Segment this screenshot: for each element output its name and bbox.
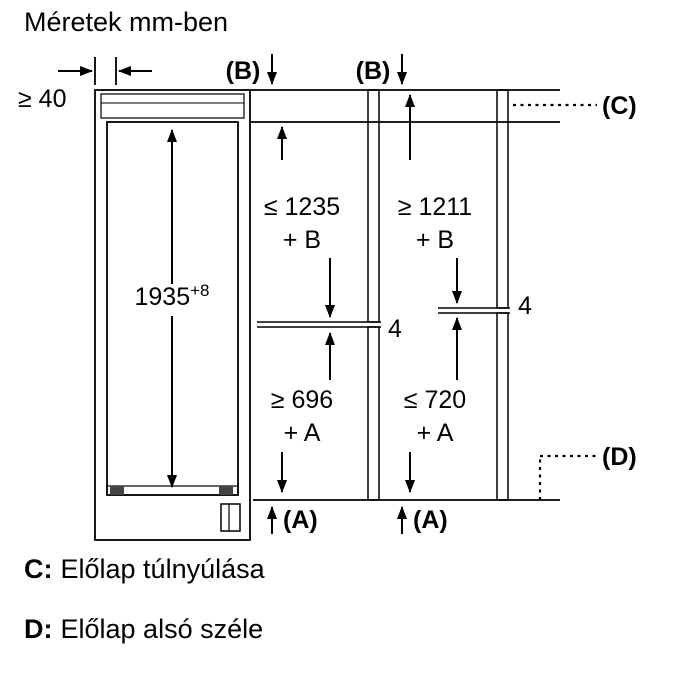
upper-right-value: ≥ 1211 xyxy=(398,193,472,221)
d-callout: (D) xyxy=(538,443,637,500)
lower-left-value: ≥ 696 xyxy=(271,386,333,414)
adjustable-foot xyxy=(220,503,241,532)
legend-c: C:Előlap túlnyúlása xyxy=(24,554,266,584)
top-gap-b-labels: (B) (B) xyxy=(226,54,407,85)
c-callout: (C) xyxy=(513,92,637,120)
upper-right-dimension: ≥ 1211 + B xyxy=(398,94,472,304)
upper-left-value: ≤ 1235 xyxy=(264,193,340,221)
label-a-1: (A) xyxy=(283,506,318,534)
upper-left-suffix: + B xyxy=(283,226,321,254)
rear-gap-label: ≥ 40 xyxy=(18,85,66,113)
top-panel-strip xyxy=(100,93,245,104)
bottom-gap-a-labels: (A) (A) xyxy=(267,506,448,534)
top-panel xyxy=(100,93,245,119)
upper-left-dimension: ≤ 1235 + B xyxy=(264,126,340,318)
lower-right-dimension: ≤ 720 + A xyxy=(404,317,466,493)
niche-height-dimension: 1935+8 xyxy=(134,129,210,488)
panel-gap-right-marker: 4 xyxy=(438,292,532,320)
legend-d: D:Előlap alsó széle xyxy=(24,614,263,644)
upper-right-suffix: + B xyxy=(416,226,454,254)
label-b-1: (B) xyxy=(226,57,261,85)
cabinet-outline xyxy=(94,89,251,541)
lower-right-value: ≤ 720 xyxy=(404,386,466,414)
lower-left-suffix: + A xyxy=(284,419,321,447)
label-b-2: (B) xyxy=(356,57,391,85)
niche-height-label: 1935+8 xyxy=(134,281,209,311)
panel-gap-left-label: 4 xyxy=(388,315,402,343)
base-foot-right xyxy=(219,486,233,495)
legend: C:Előlap túlnyúlása D:Előlap alsó széle xyxy=(24,554,266,644)
front-panel-right xyxy=(496,89,509,501)
base-foot-left xyxy=(110,486,124,495)
front-panel-left xyxy=(367,89,380,501)
lower-left-dimension: ≥ 696 + A xyxy=(271,332,335,493)
lower-right-suffix: + A xyxy=(417,419,454,447)
panel-gap-left-marker: 4 xyxy=(257,315,402,343)
panel-gap-right-label: 4 xyxy=(518,292,532,320)
page-title: Méretek mm-ben xyxy=(24,7,228,37)
label-d: (D) xyxy=(602,443,637,471)
label-c: (C) xyxy=(602,92,637,120)
label-a-2: (A) xyxy=(413,506,448,534)
rear-gap-dimension: ≥ 40 xyxy=(18,57,152,113)
base-panel xyxy=(106,485,239,496)
